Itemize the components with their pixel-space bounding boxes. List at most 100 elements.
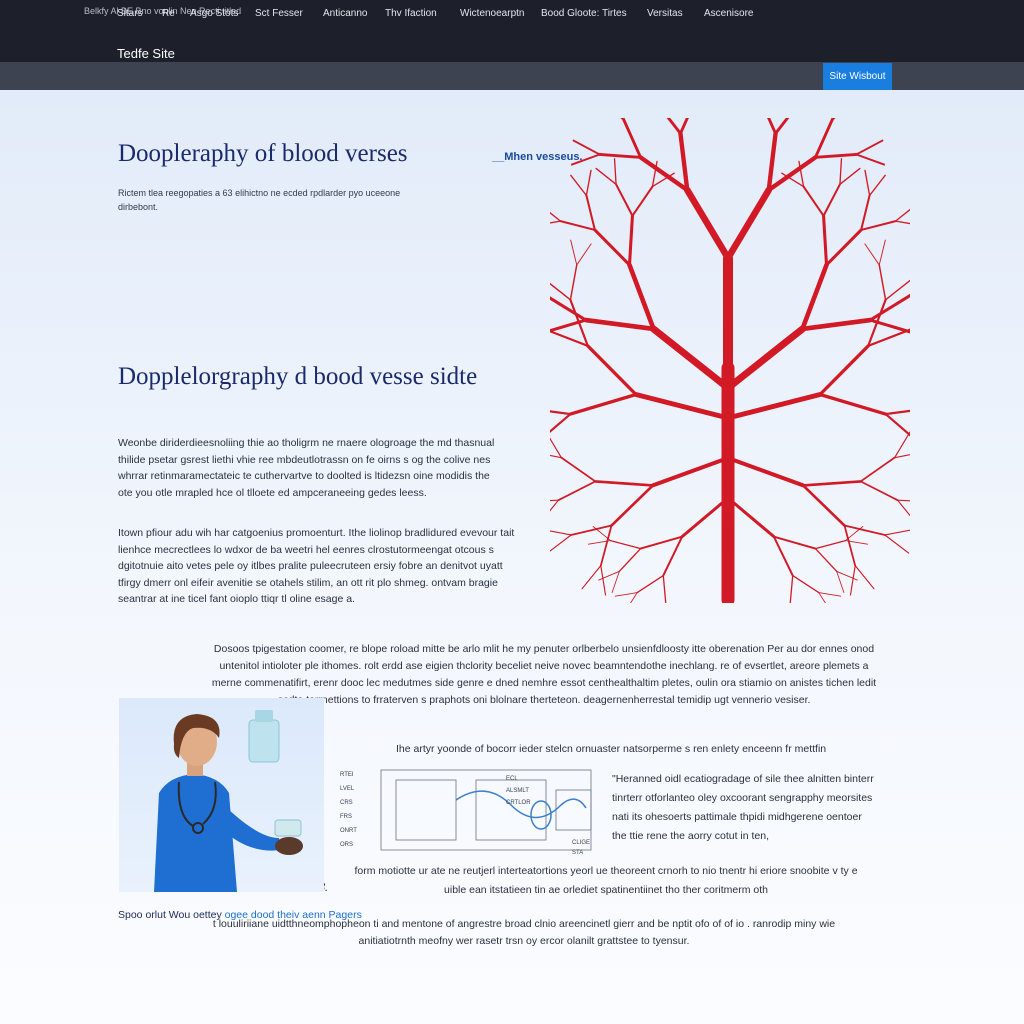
vessel-branch	[609, 539, 642, 550]
bottom-link-accent: ogee dood theiv aenn Pagers	[221, 909, 362, 921]
nav-item-re[interactable]: Re	[162, 8, 175, 19]
diagram-label: ECL	[506, 776, 518, 782]
vessel-branch	[839, 167, 861, 185]
section-title: Dopplelorgraphy d bood vesse sidte	[118, 363, 478, 390]
vessel-branch	[884, 529, 910, 536]
nav-item-versitas[interactable]: Versitas	[647, 8, 683, 19]
vessel-branch	[726, 456, 806, 488]
nurse-hair	[173, 714, 220, 758]
vessel-branch	[627, 262, 656, 332]
vessel-branch	[867, 328, 910, 347]
section-paragraph-2: Itown pfiour adu wih har catgoenius prom…	[118, 527, 515, 605]
vessel-branch	[884, 412, 910, 437]
vessel-branch	[666, 118, 682, 135]
vessel-branch	[583, 317, 656, 332]
vessel-branch	[620, 118, 625, 121]
vessel-branch	[550, 499, 559, 502]
vessel-branch	[855, 153, 886, 166]
nav-item-bood-gloote[interactable]: Bood Gloote: Tirtes	[541, 8, 627, 19]
diagram-label: ALSMLT	[506, 788, 529, 794]
vessel-branch	[570, 239, 578, 266]
vessel-branch	[610, 484, 655, 527]
diagram-label: LVEL	[340, 786, 355, 792]
nav-item-ascenisore[interactable]: Ascenisore	[704, 8, 754, 19]
vessel-branch	[569, 264, 578, 301]
vessel-branch	[550, 437, 562, 459]
ultrasound-diagram: RTEILVELCRSFRSONRTORSECLALSMLTCRTLORCLIG…	[340, 769, 592, 856]
vessel-branch	[550, 296, 588, 322]
vessel-branch	[724, 186, 773, 262]
vessel-branch	[897, 499, 910, 517]
vessel-branch	[679, 118, 689, 135]
vessel-branch	[772, 535, 817, 550]
top-bar	[0, 0, 1024, 62]
vessel-branch	[550, 534, 572, 552]
site-title[interactable]: Tedfe Site	[117, 46, 175, 61]
vessel-branch	[630, 592, 638, 603]
vessel-branch	[618, 547, 642, 572]
vessel-branch	[860, 194, 871, 231]
vessel-branch	[598, 570, 620, 581]
vessel-branch	[611, 570, 620, 593]
vessel-branch	[798, 160, 805, 188]
vessel-branch	[860, 220, 897, 231]
vessel-branch	[650, 456, 730, 488]
vessel-branch	[559, 220, 596, 231]
diagram-box	[475, 779, 547, 841]
vessel-branch	[631, 185, 654, 217]
vessel-branch	[864, 169, 871, 197]
vessels-link[interactable]: __Mhen vesseus.	[492, 151, 583, 163]
vessel-branch	[836, 570, 845, 593]
diagram-label: CLIGE	[572, 840, 590, 846]
diagram-lines	[380, 769, 592, 851]
page-title: Doopleraphy of blood verses	[118, 140, 408, 167]
vessel-branch	[550, 410, 572, 416]
body-paragraph-4: Ihe artyr yoonde of bocorr ieder stelcn …	[396, 743, 827, 755]
vessel-branch	[822, 183, 841, 217]
nav-item-sct-fesser[interactable]: Sct Fesser	[255, 8, 303, 19]
vessel-branch	[800, 317, 873, 332]
diagram-box	[395, 779, 457, 841]
diagram-label: CRS	[340, 800, 353, 806]
vessel-branch	[639, 535, 684, 550]
vessel-branch	[622, 118, 643, 159]
vessel-branch	[855, 139, 884, 156]
vessel-branch	[585, 194, 596, 231]
vessel-branch	[599, 524, 613, 567]
nav-item-asgo-stots[interactable]: Asgo Stots	[190, 8, 239, 19]
vessel-branch	[894, 220, 910, 225]
vessel-branch	[724, 325, 806, 392]
nurse-drawing	[154, 710, 303, 892]
vessel-branch	[859, 480, 899, 502]
vessel-branch	[894, 431, 910, 459]
site-button[interactable]: Site Wisbout	[823, 63, 892, 90]
vessel-branch	[843, 524, 857, 567]
vessel-branch	[576, 243, 592, 266]
vessel-branch	[836, 570, 858, 581]
vessel-branch	[633, 391, 731, 421]
vessel-branch	[884, 279, 910, 301]
nav-item-thv-ifaction[interactable]: Thv Ifaction	[385, 8, 437, 19]
vessel-branch	[636, 574, 664, 594]
vessel-branch	[845, 526, 864, 542]
vessel-branch	[801, 480, 862, 487]
vessel-branch	[789, 574, 794, 603]
vessel-branch	[593, 228, 632, 267]
iv-bag-icon	[248, 719, 280, 763]
nurse-hand-item	[275, 837, 303, 855]
vessel-branch	[802, 185, 825, 217]
vessel-branch	[568, 392, 638, 416]
vessel-branch	[849, 565, 856, 596]
diagram-box	[380, 769, 592, 851]
bottom-link[interactable]: Spoo orlut Wou oettey ogee dood theiv ae…	[118, 909, 362, 921]
vessel-branch	[680, 496, 730, 539]
vessel-branch	[792, 574, 820, 594]
body-paragraph-3: Dosoos tpigestation coomer, re blope rol…	[211, 643, 877, 706]
nav-item-sitars[interactable]: Sitars	[117, 8, 143, 19]
diagram-label: CRTLOR	[506, 800, 531, 806]
nav-item-wictenoearptn[interactable]: Wictenoearptn	[460, 8, 525, 19]
vessel-branch	[774, 118, 790, 135]
nav-item-anticanno[interactable]: Anticanno	[323, 8, 368, 19]
ultrasound-probe-icon	[274, 819, 302, 837]
vessel-branch	[550, 220, 562, 224]
